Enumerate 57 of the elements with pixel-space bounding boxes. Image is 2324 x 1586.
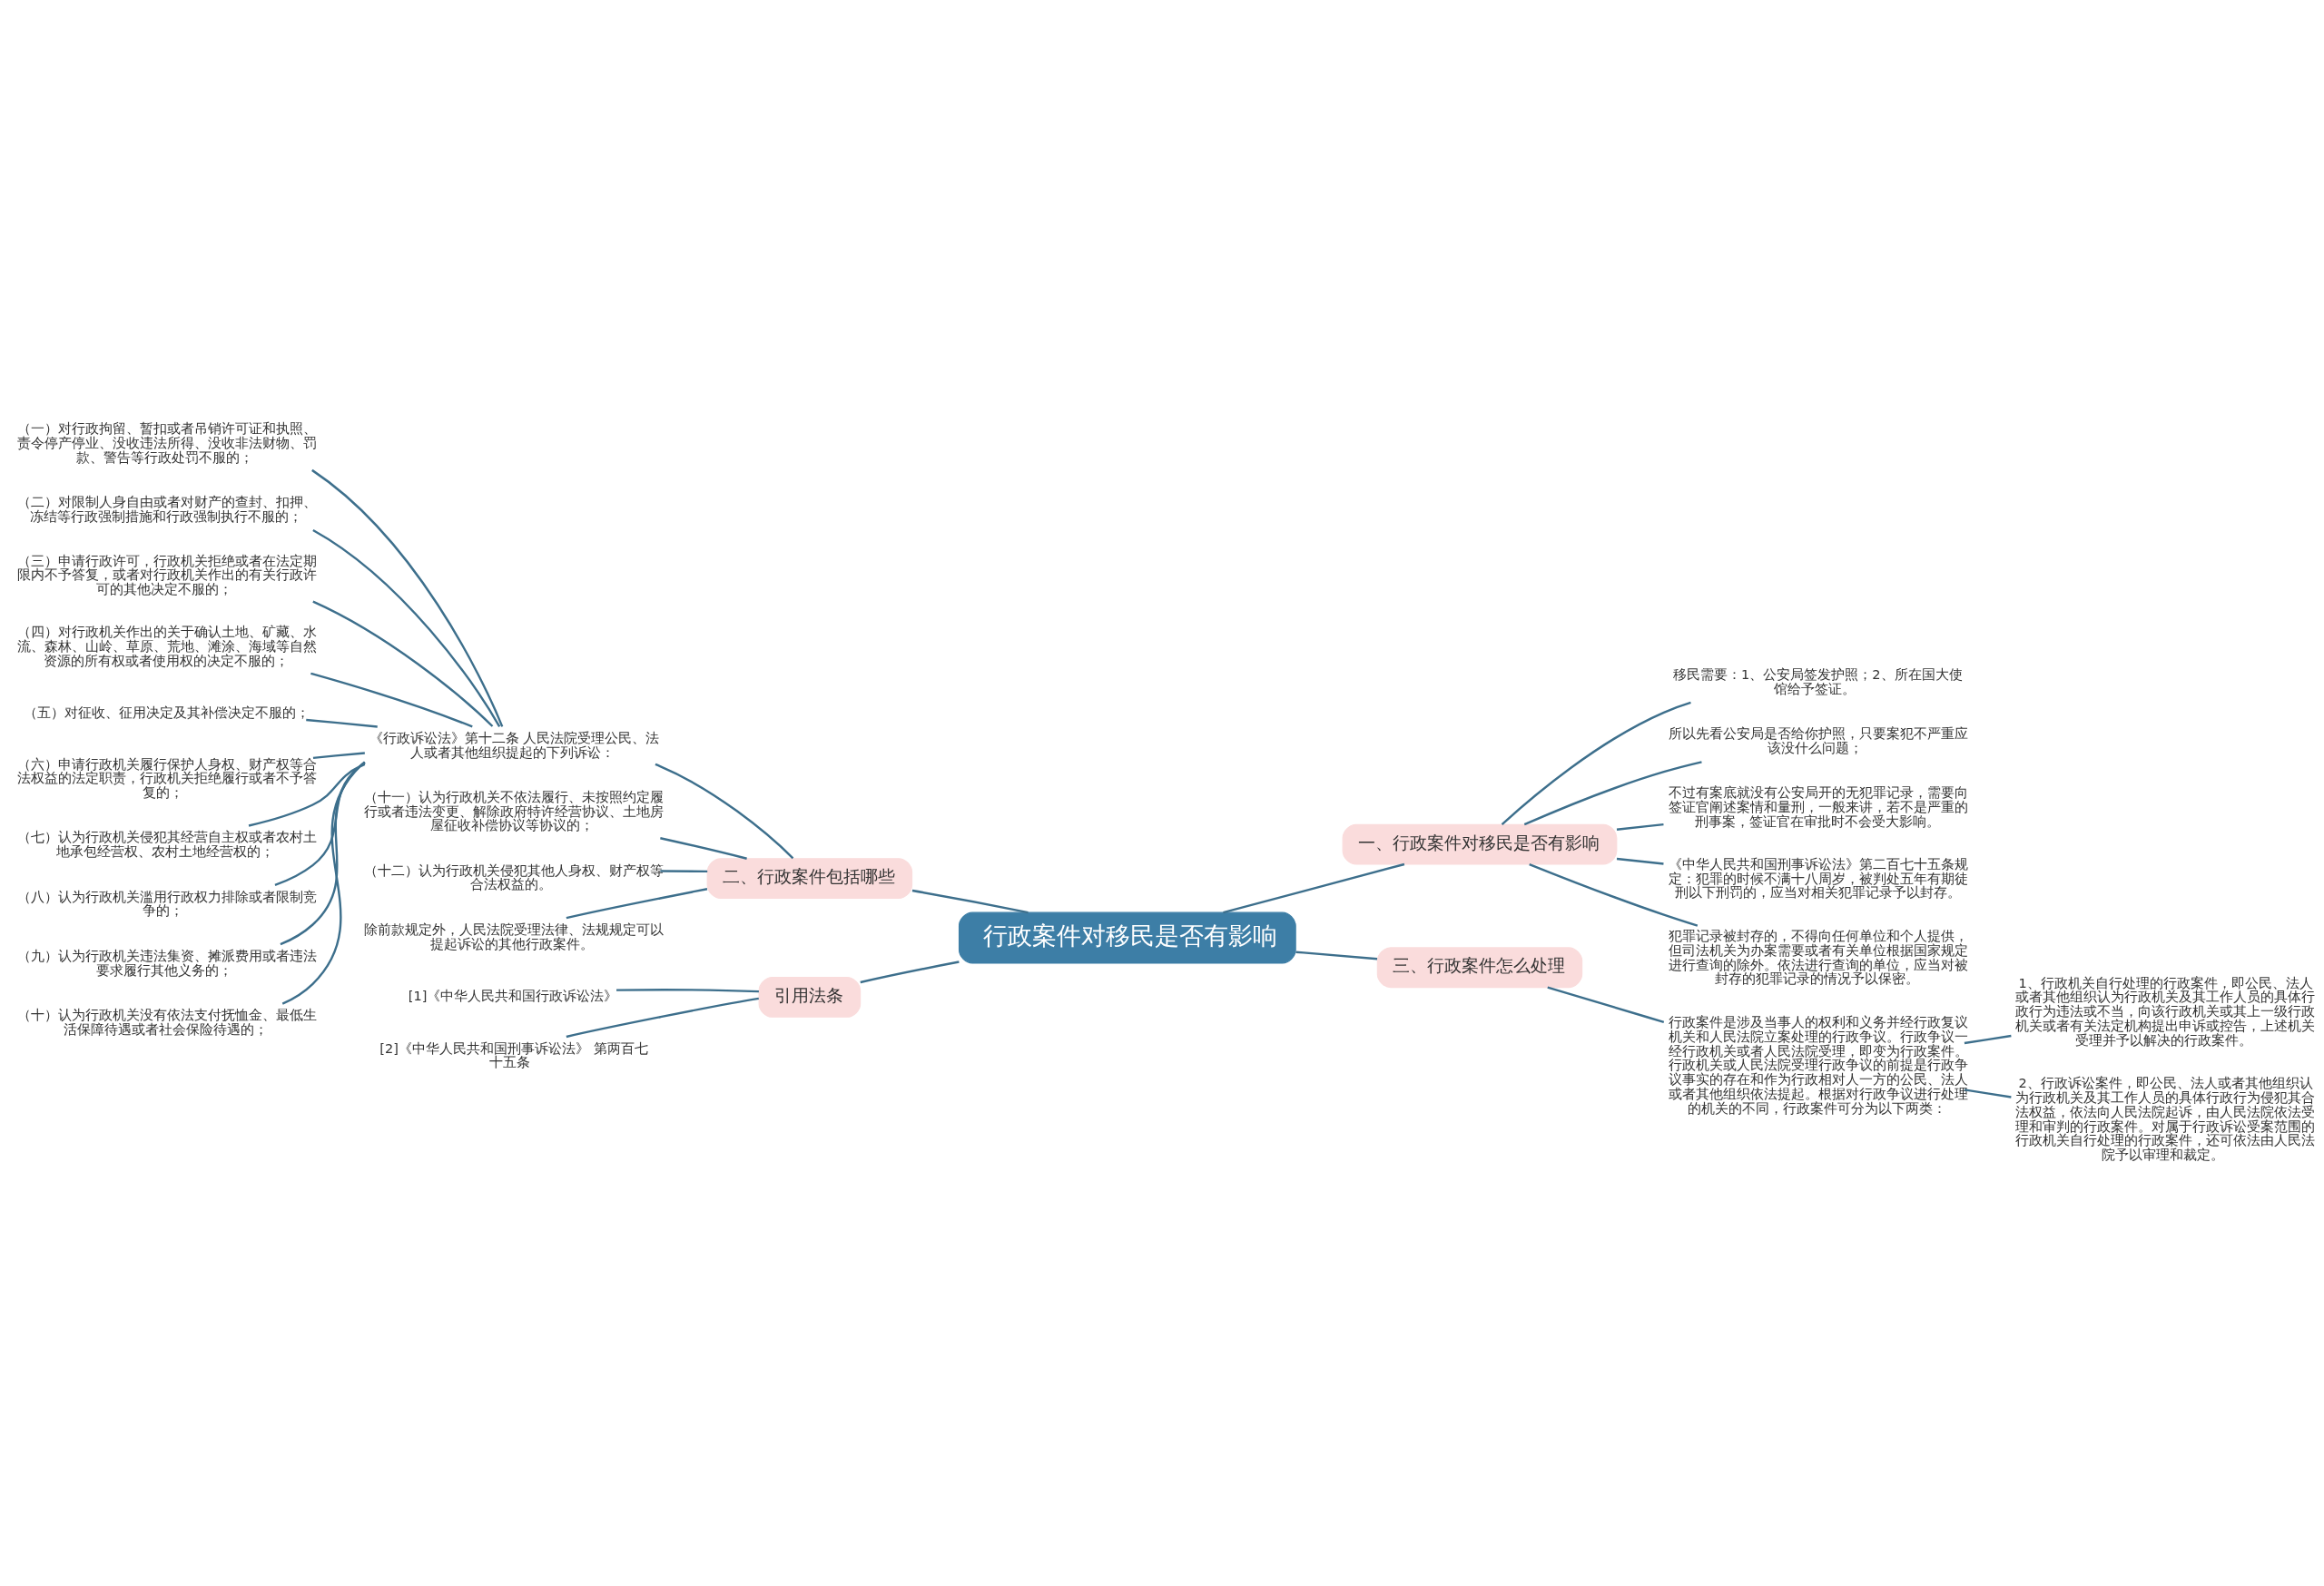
node-box: 二、行政案件包括哪些 [706,858,913,900]
node-text: 2、行政诉讼案件，即公民、法人或者其他组织认为行政机关及其工作人员的具体行政行为侵犯其合法权益，依法向人民法院起诉，由人民法院依法受理和审判的行政案件。对属于行政诉讼受案范围的行政机关自行处理的行政案件，还可依法由人民法院予以审理和裁定。 [2015,1076,2316,1163]
node-text: （十二）认为行政机关侵犯其他人身权、财产权等合法权益的。 [364,862,665,892]
node-text: （八）认为行政机关滥用行政权力排除或者限制竞争的； [16,889,317,919]
node-box: 一、行政案件对移民是否有影响 [1342,823,1618,865]
node-text: 《中华人民共和国刑事诉讼法》第二百七十五条规定：犯罪的时候不满十八周岁，被判处五年有期徒刑以下刑罚的，应当对相关犯罪记录予以封存。 [1668,856,1968,901]
connector [655,763,794,860]
connector [312,752,365,760]
node-text: [1]《中华人民共和国行政诉讼法》 [408,989,618,1004]
node-text: 犯罪记录被封存的，不得向任何单位和个人提供，但司法机关为办案需要或者有关单位根据国家规定进行查询的除外。依法进行查询的单位，应当对被封存的犯罪记录的情况予以保密。 [1668,929,1968,987]
connector [274,762,366,886]
node-text: 《行政诉讼法》第十二条 人民法院受理公民、法人或者其他组织提起的下列诉讼： [369,731,660,760]
node-text: 所以先看公安局是否给你护照，只要案犯不严重应该没什么问题； [1668,726,1968,756]
node-text: （七）认为行政机关侵犯其经营自主权或者农村土地承包经营权、农村土地经营权的； [16,830,317,859]
connector [911,889,1029,914]
connector [312,600,494,727]
connector [312,528,501,727]
node-text: （四）对行政机关作出的关于确认土地、矿藏、水流、森林、山岭、草原、荒地、滩涂、海域等自然资源的所有权或者使用权的决定不服的； [16,625,317,668]
connector [311,468,504,727]
node-text: 不过有案底就没有公安局开的无犯罪记录，需要向签证官阐述案情和量刑，一般来讲，若不是严重的刑事案，签证官在审批时不会受大影响。 [1668,785,1968,829]
node-text: （十一）认为行政机关不依法履行、未按照约定履行或者违法变更、解除政府特许经营协议、土地房屋征收补偿协议等协议的； [364,790,665,833]
connector [1964,1034,2012,1045]
node-text: [2]《中华人民共和国刑事诉讼法》 第两百七十五条 [379,1040,648,1070]
node-text: （二）对限制人身自由或者对财产的查封、扣押、冻结等行政强制措施和行政强制执行不服的； [16,494,317,524]
connector [566,888,708,920]
connector [660,837,747,860]
node-box: 三、行政案件怎么处理 [1376,947,1583,989]
node-text: （六）申请行政机关履行保护人身权、财产权等合法权益的法定职责，行政机关拒绝履行或者不予答复的； [16,756,317,801]
node-text: （五）对征收、征用决定及其补偿决定不服的； [23,704,310,720]
node-text: （九）认为行政机关违法集资、摊派费用或者违法要求履行其他义务的； [16,949,317,978]
connector [306,718,378,728]
node-text: 除前款规定外，人民法院受理法律、法规规定可以提起诉讼的其他行政案件。 [364,921,665,951]
node-text: （三）申请行政许可，行政机关拒绝或者在法定期限内不予答复，或者对行政机关作出的有关行政许可的其他决定不服的； [16,553,317,597]
node-box: 引用法条 [758,977,862,1018]
connector [1616,823,1664,831]
node-box: 行政案件对移民是否有影响 [958,911,1296,964]
node-text: 行政案件是涉及当事人的权利和义务并经行政复议机关和人民法院立案处理的行政争议。行政争议一经行政机关或者人民法院受理，即变为行政案件。行政机关或人民法院受理行政争议的前提是行政争议事实的存在和作为行政相对人一方的公民、法人或者其他组织依法提起。根据对行政争议进行处理的机关的不同，行政案件可分为以下两类： [1668,1015,1968,1116]
node-text: 移民需要：1、公安局签发护照；2、所在国大使馆给予签证。 [1673,666,1963,696]
connector [248,763,366,827]
connector [1616,857,1664,865]
connector [1501,701,1691,825]
connector [1529,862,1699,927]
node-text: （十）认为行政机关没有依法支付抚恤金、最低生活保障待遇或者社会保险待遇的； [16,1008,317,1038]
connector [860,960,960,984]
node-text: （一）对行政拘留、暂扣或者吊销许可证和执照、责令停产停业、没收违法所得、没收非法财物、罚款、警告等行政处罚不服的； [16,421,317,465]
connector [660,870,708,873]
connector [281,761,366,1005]
connector [566,997,759,1039]
connector [1295,951,1378,960]
connector [280,761,366,946]
node-text: 1、行政机关自行处理的行政案件，即公民、法人或者其他组织认为行政机关及其工作人员的具体行政行为违法或不当，向该行政机关或其上一级行政机关或者有关法定机构提出申诉或控告，上述机关受理并予以解决的行政案件。 [2015,975,2316,1048]
connector [616,989,759,993]
connector [1547,986,1665,1023]
connector [310,672,473,728]
connector [1964,1089,2012,1098]
connector [1223,862,1405,914]
connector [1523,761,1702,826]
